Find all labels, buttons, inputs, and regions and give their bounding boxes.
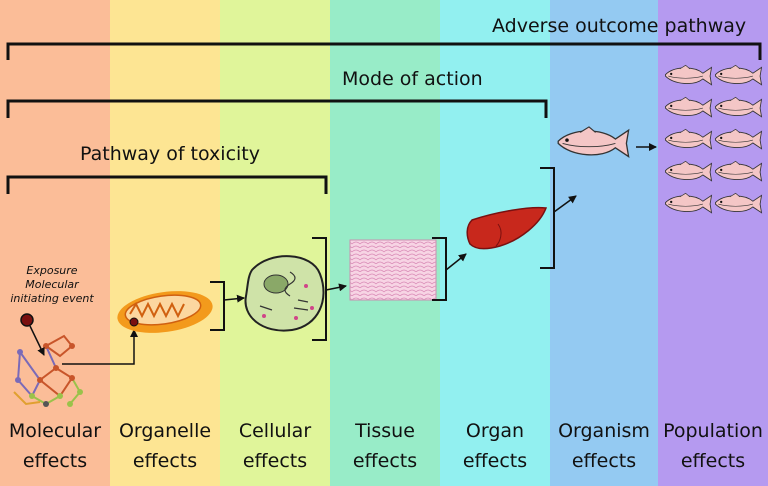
level-organ: Organ effects <box>440 416 550 476</box>
annotation-line-3: initiating event <box>10 292 94 305</box>
exposure-dot <box>20 313 34 327</box>
level-label: effects <box>132 450 198 472</box>
level-label: Organism <box>558 420 650 442</box>
band-molecular <box>0 0 110 486</box>
aop-bracket <box>6 42 762 60</box>
level-label: Tissue <box>355 420 415 442</box>
level-label: effects <box>242 450 308 472</box>
level-label: effects <box>680 450 746 472</box>
band-organism <box>550 0 658 486</box>
level-label: effects <box>571 450 637 472</box>
level-label: Organelle <box>118 420 212 442</box>
aop-label: Adverse outcome pathway <box>492 15 747 37</box>
level-molecular: Molecular effects <box>0 416 110 476</box>
fish-school-icon <box>665 64 762 214</box>
level-label: Population <box>663 420 763 442</box>
moa-bracket <box>6 99 548 118</box>
mitochondrion-icon <box>117 291 213 333</box>
level-label: effects <box>352 450 418 472</box>
level-label: Molecular <box>8 420 102 442</box>
molecule-network-icon <box>13 334 83 407</box>
level-label: effects <box>22 450 88 472</box>
liver-icon <box>466 206 548 250</box>
level-population: Population effects <box>658 416 768 476</box>
annotation-line-1: Exposure <box>26 264 78 277</box>
band-cellular <box>220 0 330 486</box>
moa-label: Mode of action <box>342 68 483 90</box>
level-label: effects <box>462 450 528 472</box>
level-cellular: Cellular effects <box>220 416 330 476</box>
level-label: Organ <box>465 420 525 442</box>
level-tissue: Tissue effects <box>330 416 440 476</box>
tissue-icon <box>349 239 437 301</box>
exposure-annotation: Exposure Molecular initiating event <box>2 264 102 306</box>
fish-icon <box>557 126 630 158</box>
level-organelle: Organelle effects <box>110 416 220 476</box>
annotation-line-2: Molecular <box>25 278 79 291</box>
cell-icon <box>244 255 325 332</box>
pot-bracket <box>6 175 328 194</box>
pot-label: Pathway of toxicity <box>80 143 260 165</box>
level-organism: Organism effects <box>550 416 658 476</box>
band-organelle <box>110 0 220 486</box>
level-label: Cellular <box>238 420 312 442</box>
